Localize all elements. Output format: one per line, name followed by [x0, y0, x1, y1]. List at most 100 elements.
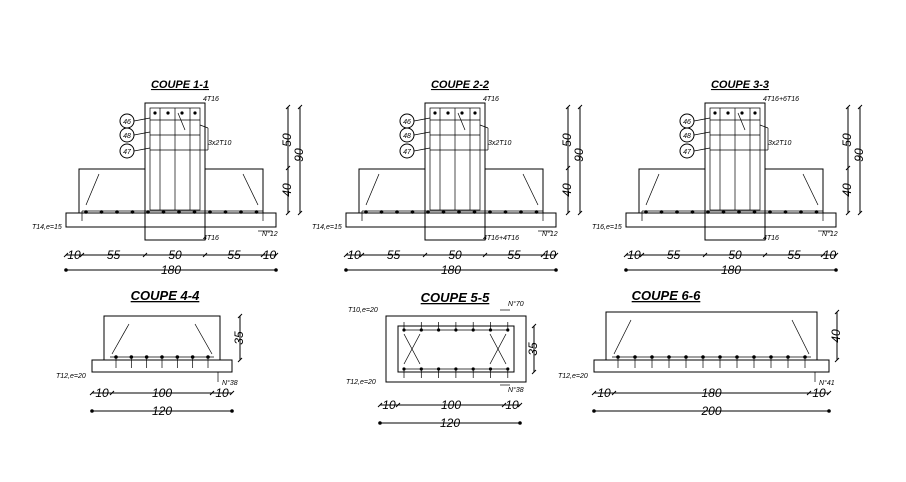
bottom-right-label: N°38 [222, 379, 238, 387]
bottom-left-label: T14,e=15 [312, 224, 342, 231]
rebar-dot [274, 268, 278, 272]
leader-line [693, 131, 711, 136]
rebar-dot [166, 111, 170, 115]
section-title: COUPE 6-6 [632, 288, 701, 303]
bubble-label: 46 [403, 119, 411, 126]
dimension-tick [237, 313, 243, 319]
dimension-label: 90 [852, 148, 866, 162]
dimension-tick [260, 252, 266, 258]
dimension-tick [343, 252, 349, 258]
rebar-dot [592, 409, 596, 413]
dimension-tick [565, 210, 571, 216]
bubble-label: 48 [123, 133, 131, 140]
dimension-tick [762, 252, 768, 258]
slab-outline [385, 315, 527, 383]
section-title: COUPE 5-5 [421, 290, 490, 305]
bottom-left-label: T14,e=15 [32, 224, 62, 231]
rebar-dot [624, 268, 628, 272]
leader-line [199, 124, 209, 129]
bubble-label: 47 [123, 149, 132, 156]
dimension-label: 50 [728, 248, 742, 262]
dimension-label: 180 [161, 263, 181, 277]
bottom-bars-label: 4T16+4T16 [483, 235, 519, 242]
stirrups-label: 3x2T10 [768, 140, 791, 147]
leader-line [693, 117, 711, 122]
leader-line [177, 112, 186, 131]
slope-line [85, 173, 100, 206]
dimension-label: 10 [812, 386, 826, 400]
dimension-tick [63, 252, 69, 258]
footing-slab [625, 212, 837, 228]
bottom-left-label: T16,e=15 [592, 224, 622, 231]
dimension-tick [229, 390, 235, 396]
dimension-line: 180 [344, 263, 558, 277]
dimension-label: 35 [526, 342, 540, 356]
rebar-dot [230, 409, 234, 413]
bottom-right-label: N°38 [508, 386, 524, 394]
rebar-dot [740, 111, 744, 115]
top-bars-label: 4T16 [483, 96, 499, 103]
bubble-label: 48 [403, 133, 411, 140]
leader-line [133, 117, 151, 122]
dimension-label: 55 [387, 248, 401, 262]
dimension-line: 180 [64, 263, 278, 277]
dimension-tick [833, 252, 839, 258]
slope-line [791, 319, 810, 355]
rebar-dot [518, 421, 522, 425]
dimension-label: 120 [440, 416, 460, 430]
bottom-right-label: N°12 [822, 230, 838, 238]
bottom-left-label: T12,e=20 [558, 373, 588, 380]
dimension-tick [517, 402, 523, 408]
bubble-label: 47 [403, 149, 412, 156]
dimension-tick [273, 252, 279, 258]
dimension-tick [639, 252, 645, 258]
stirrups-label: 3x2T10 [208, 140, 231, 147]
dimension-tick [377, 402, 383, 408]
stirrups-label: 3x2T10 [488, 140, 511, 147]
dimension-label: 100 [152, 386, 172, 400]
cross-line [489, 333, 507, 365]
dimension-line: 120 [90, 404, 234, 418]
rebar-dot [193, 111, 197, 115]
rebar-bubble: 47 [399, 143, 431, 159]
dimension-label: 50 [840, 133, 854, 147]
dimension-line: 180 [624, 263, 838, 277]
dimension-tick [611, 390, 617, 396]
footing-left-part [78, 168, 146, 213]
dimension-label: 50 [168, 248, 182, 262]
rebar-dot [834, 268, 838, 272]
dimension-tick [857, 104, 863, 110]
dimension-tick [553, 252, 559, 258]
dimension-tick [531, 369, 537, 375]
dimension-tick [806, 390, 812, 396]
leader-line [413, 131, 431, 136]
rebar-dot [554, 268, 558, 272]
leader-line [693, 147, 711, 152]
footing-right-part [764, 168, 824, 213]
rebar-dot [180, 111, 184, 115]
dimension-tick [577, 104, 583, 110]
rebar-bubble: 48 [119, 127, 151, 143]
dimension-tick [209, 390, 215, 396]
dimension-tick [820, 252, 826, 258]
dimension-label: 50 [560, 133, 574, 147]
bubble-label: 47 [683, 149, 692, 156]
rebar-bubble: 47 [679, 143, 711, 159]
column-outline [704, 102, 766, 241]
dimension-tick [845, 165, 851, 171]
slope-line [111, 323, 130, 355]
rebar-bubble: 48 [679, 127, 711, 143]
leader-line [413, 117, 431, 122]
dimension-label: 55 [227, 248, 241, 262]
bottom-left-label: T12,e=20 [56, 373, 86, 380]
dimension-tick [623, 252, 629, 258]
rebar-dot [433, 111, 437, 115]
slope-line [645, 173, 660, 206]
rebar-dot [153, 111, 157, 115]
dimension-tick [565, 104, 571, 110]
